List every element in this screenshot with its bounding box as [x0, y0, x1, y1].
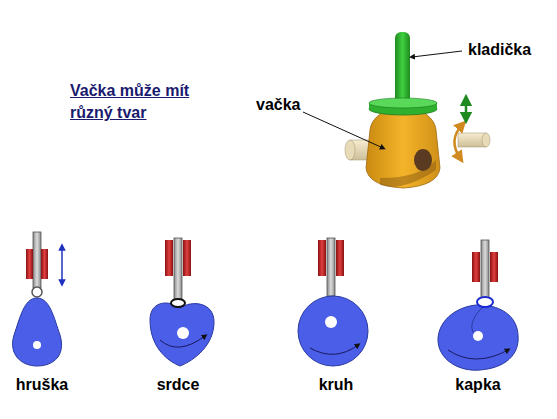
part-name: vačka	[256, 96, 301, 114]
part-name: kladička	[468, 41, 531, 59]
shape-name: kruh	[319, 376, 354, 394]
heading: Vačka může mít různý tvar	[70, 80, 220, 124]
shape-name: hruška	[16, 376, 68, 394]
shape-name: kapka	[455, 376, 500, 394]
shape-name: srdce	[157, 376, 200, 394]
